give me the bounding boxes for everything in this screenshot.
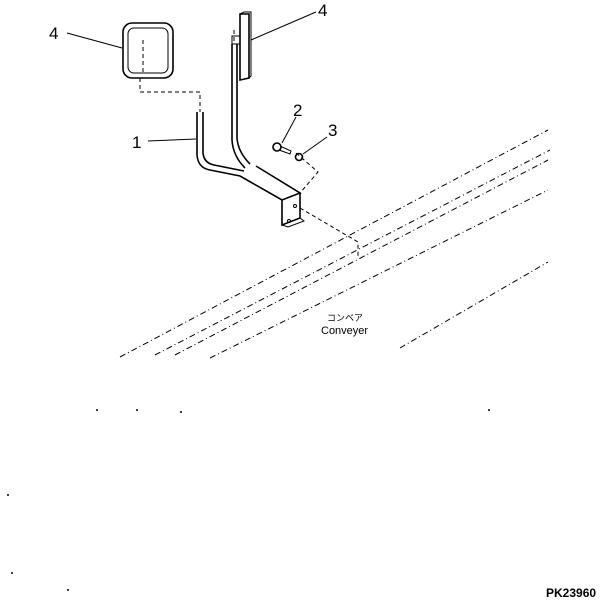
conveyor-outline — [119, 129, 551, 359]
callout-leaders — [66, 11, 328, 155]
figure-code: PK23960 — [546, 586, 596, 600]
washer — [294, 152, 304, 162]
callout-3: 3 — [328, 121, 337, 140]
assembly-guides — [139, 30, 359, 258]
bolt — [272, 142, 292, 155]
callout-2: 2 — [293, 101, 302, 120]
callout-4-right: 4 — [318, 1, 327, 20]
scan-specks — [7, 409, 490, 591]
conveyor-label-jp: コンベア — [327, 314, 363, 324]
mirror-left — [122, 22, 174, 79]
callout-1: 1 — [132, 133, 141, 152]
callout-4-left: 4 — [49, 24, 58, 43]
mirror-right — [231, 11, 252, 81]
mirror-stay — [196, 44, 306, 228]
conveyor-label-en: Conveyer — [321, 325, 368, 337]
